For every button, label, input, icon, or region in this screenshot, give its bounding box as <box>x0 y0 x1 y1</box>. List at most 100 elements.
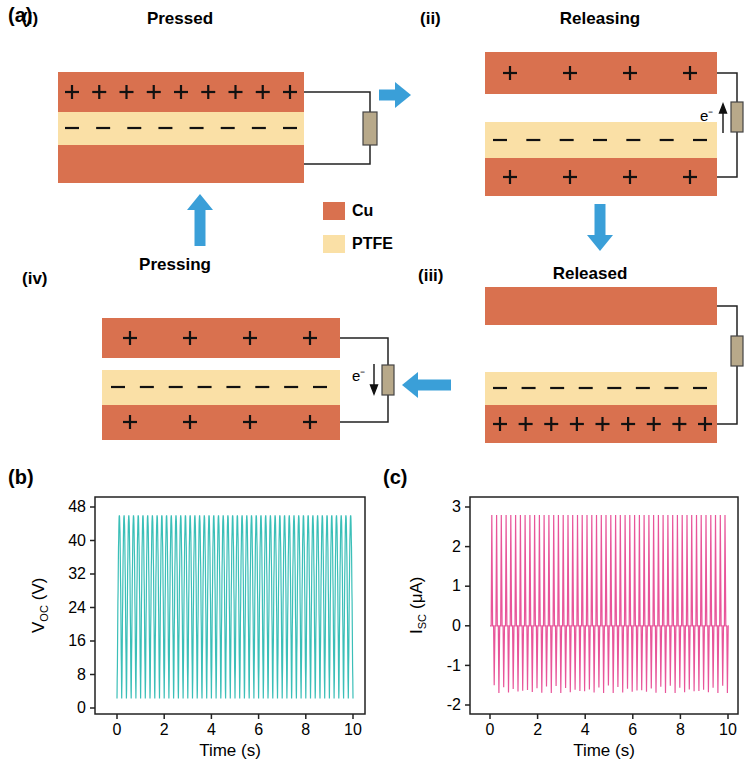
state-panel: (ii)Releasing <box>415 5 745 200</box>
charge-sign <box>509 170 511 184</box>
wires <box>304 73 737 424</box>
tick-label: 8 <box>301 721 310 739</box>
legend-swatch <box>323 202 345 220</box>
wire <box>717 73 737 102</box>
charge-sign <box>65 127 79 129</box>
tick <box>90 674 95 676</box>
tick-label: 16 <box>68 632 86 650</box>
charge-sign <box>221 127 235 129</box>
charge-sign <box>309 415 311 429</box>
charge-sign <box>522 387 536 389</box>
charge-sign <box>249 415 251 429</box>
state-title: Pressed <box>147 10 213 29</box>
state-title: Pressing <box>139 256 211 275</box>
axis-title: ISC(μA) <box>408 576 428 633</box>
panel-numeral: (iv) <box>22 270 48 289</box>
cu-layer <box>102 405 340 440</box>
ptfe-layer <box>58 112 304 145</box>
wire <box>717 306 737 336</box>
tick-label: 8 <box>676 721 685 739</box>
tick <box>163 714 165 719</box>
charge-sign <box>71 85 73 99</box>
charge-sign <box>499 417 501 431</box>
charge-sign <box>252 127 266 129</box>
electron-arrow <box>722 112 723 133</box>
tick <box>116 714 118 719</box>
tick <box>352 714 354 719</box>
ptfe-layer <box>485 122 717 158</box>
arrow-shaft <box>418 380 451 391</box>
axis-title: VOC(V) <box>30 577 50 633</box>
charge-sign <box>493 139 507 141</box>
charge-sign <box>189 415 191 429</box>
tick-label: -1 <box>447 657 461 675</box>
charge-sign <box>207 85 209 99</box>
panel-label: (a) <box>8 4 32 26</box>
charge-sign <box>576 417 578 431</box>
wire <box>304 145 370 164</box>
resistor-symbol <box>363 112 377 145</box>
charge-sign <box>678 417 680 431</box>
tick-label: 1 <box>452 577 461 595</box>
charge-sign <box>626 139 640 141</box>
panel-label: (b) <box>8 466 34 488</box>
charge-sign <box>284 386 298 388</box>
panel-numeral: (ii) <box>420 10 441 29</box>
tick-label: 0 <box>77 699 86 717</box>
arrow-head <box>395 82 411 108</box>
axis-title: Time (s) <box>573 742 635 761</box>
tick-label: 6 <box>628 721 637 739</box>
tick <box>465 546 470 548</box>
ptfe-layer <box>102 370 340 405</box>
cu-layer <box>485 158 717 196</box>
tick <box>680 714 682 719</box>
charge-sign <box>111 386 125 388</box>
tick-label: 32 <box>68 565 86 583</box>
charge-sign <box>636 387 650 389</box>
charge-sign <box>704 417 706 431</box>
axis-subscript: SC <box>416 614 428 629</box>
cu-layer <box>58 72 304 112</box>
tick-label: 4 <box>207 721 216 739</box>
arrow-head <box>587 235 613 251</box>
flow-arrow <box>587 204 613 251</box>
charge-sign <box>129 415 131 429</box>
flow-arrow <box>187 194 213 246</box>
tick <box>90 573 95 575</box>
axis-unit: (μA) <box>407 576 426 608</box>
state-panel: (iii)Released <box>455 255 745 450</box>
axis-unit: (V) <box>29 577 48 600</box>
electron-label: e⁻ <box>352 368 365 385</box>
tick <box>465 665 470 667</box>
state-title: Released <box>553 265 628 284</box>
state-panel: (iv) Pressing <box>15 250 398 450</box>
charge-sign <box>689 170 691 184</box>
charge-sign <box>593 139 607 141</box>
resistor-symbol <box>731 336 743 366</box>
charge-sign <box>127 127 141 129</box>
panel-numeral: (iii) <box>418 267 444 286</box>
tick <box>258 714 260 719</box>
charge-sign <box>226 386 240 388</box>
charge-sign <box>629 66 631 80</box>
charge-sign <box>309 331 311 345</box>
charge-sign <box>660 139 674 141</box>
charge-sign <box>129 331 131 345</box>
wire <box>340 395 388 422</box>
wire <box>304 92 370 112</box>
charge-sign <box>125 85 127 99</box>
plot-frame <box>470 497 738 714</box>
charge-sign <box>189 331 191 345</box>
tick <box>90 640 95 642</box>
charge-sign <box>234 85 236 99</box>
charge-sign <box>283 127 297 129</box>
charge-sign <box>664 387 678 389</box>
electron-label: e⁻ <box>700 108 713 125</box>
tick-label: 24 <box>68 599 86 617</box>
resistor-symbol <box>731 102 743 132</box>
tick <box>537 714 539 719</box>
voltage-trace <box>117 515 353 698</box>
charge-sign <box>169 386 183 388</box>
tick-label: 3 <box>452 498 461 516</box>
